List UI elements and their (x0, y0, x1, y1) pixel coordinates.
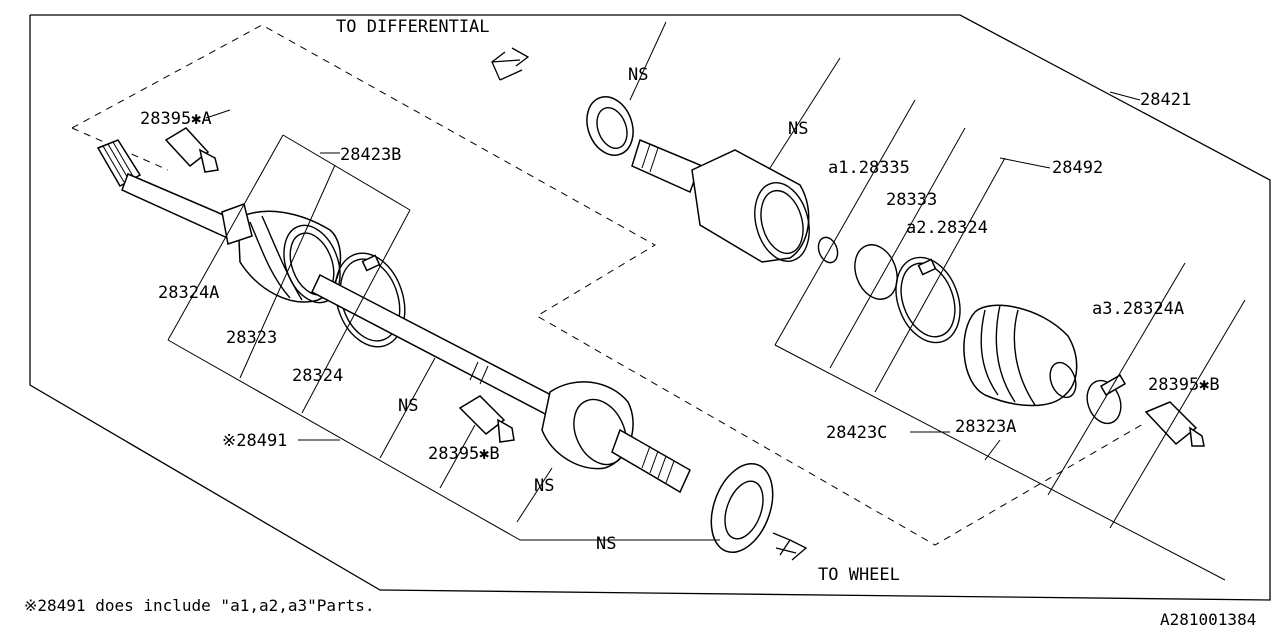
label-ns-lower: NS (534, 476, 554, 496)
label-28324: 28324 (292, 366, 343, 386)
circlip-28333 (854, 244, 898, 300)
wheel-side-seal (710, 462, 774, 554)
label-28395b-lower: 28395✱B (428, 444, 500, 464)
shaft-tube-upper (121, 173, 241, 241)
main-shaft-assembly (96, 127, 774, 554)
label-28395b-right: 28395✱B (1148, 375, 1220, 395)
leader-lines (167, 21, 1246, 581)
label-28423c: 28423C (826, 423, 887, 443)
diagram-id: A281001384 (1160, 610, 1256, 629)
label-a2-28324: a2.28324 (906, 218, 988, 238)
grease-tube-28395b-lower (458, 395, 515, 443)
label-28333: 28333 (886, 190, 937, 210)
joint-housing-28492 (691, 149, 810, 263)
to-differential-arrow-icon (491, 47, 530, 81)
boot-band-28324 (334, 252, 406, 348)
label-28491: ※28491 (222, 431, 287, 451)
label-28323: 28323 (226, 328, 277, 348)
long-shaft (311, 273, 581, 430)
boot-clamp-a3 (1086, 379, 1122, 425)
inner-shaft (631, 138, 701, 194)
snap-ring-a1 (817, 236, 839, 264)
label-ns-left: NS (398, 396, 418, 416)
label-28492: 28492 (1052, 158, 1103, 178)
label-28395a: 28395✱A (140, 109, 212, 129)
label-ns-bottom: NS (596, 534, 616, 554)
label-28324a: 28324A (158, 283, 219, 303)
label-28421: 28421 (1140, 90, 1191, 110)
inner-joint-assembly (586, 96, 1205, 447)
label-to-wheel: TO WHEEL (818, 565, 900, 585)
footnote: ※28491 does include "a1,a2,a3"Parts. (24, 596, 375, 615)
label-to-differential: TO DIFFERENTIAL (336, 17, 490, 37)
inner-boot-28323a (963, 304, 1078, 407)
outer-panel-outline (29, 14, 1271, 601)
label-a3-28324a: a3.28324A (1092, 299, 1184, 319)
label-ns-top: NS (628, 65, 648, 85)
label-28423b: 28423B (340, 145, 401, 165)
grease-tube-28395b-right (1144, 401, 1205, 447)
dashed-assembly-boundary (71, 24, 1144, 546)
grease-tube-28395a (164, 127, 219, 173)
outer-stub-shaft (611, 428, 691, 494)
label-28323a: 28323A (955, 417, 1016, 437)
label-a1-28335: a1.28335 (828, 158, 910, 178)
label-ns-stub: NS (788, 119, 808, 139)
to-wheel-arrow-icon (772, 532, 808, 561)
ns-seal-ring (586, 96, 634, 156)
boot-band-a2 (895, 256, 961, 344)
boot-clamp-28324a (221, 203, 253, 245)
